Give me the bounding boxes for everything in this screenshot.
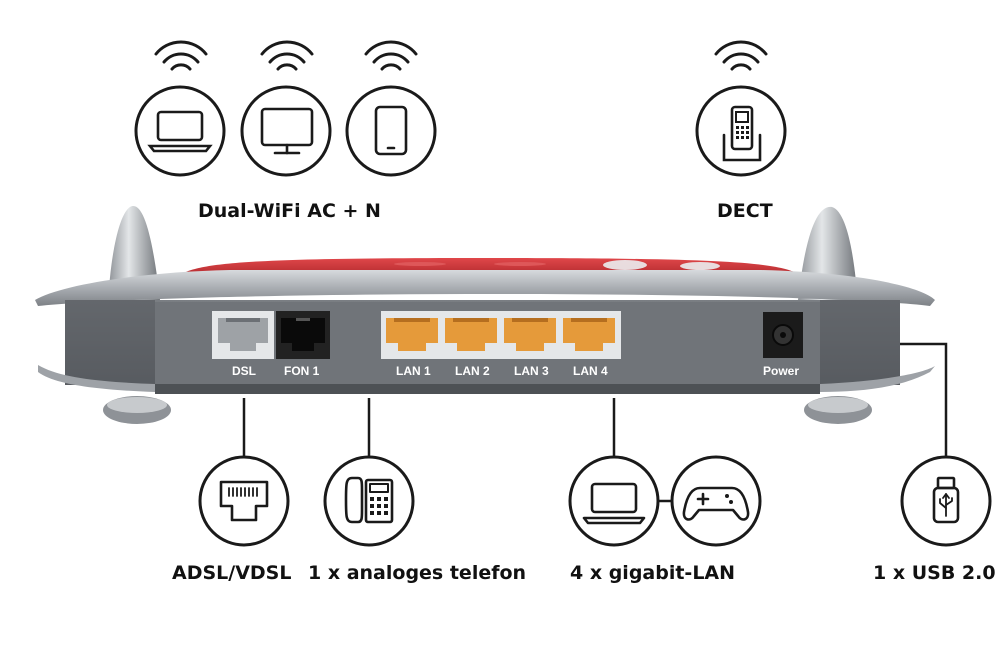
desk-phone-icon xyxy=(344,476,394,524)
dsl-port xyxy=(212,311,274,359)
wifi-devices-group xyxy=(134,40,787,177)
laptop-icon xyxy=(582,482,646,525)
dect-phone-icon xyxy=(722,105,762,162)
power-port-label: Power xyxy=(763,364,799,378)
lan1-port xyxy=(386,318,438,351)
tablet-icon xyxy=(374,105,408,156)
router: DSL FON 1 LAN 1 LAN 2 LAN 3 LAN 4 Power xyxy=(35,206,935,424)
lan2-port-label: LAN 2 xyxy=(455,364,490,378)
gigabit-lan-label: 4 x gigabit-LAN xyxy=(570,562,736,584)
adsl-label: ADSL/VDSL xyxy=(172,562,292,584)
lan3-port-label: LAN 3 xyxy=(514,364,549,378)
wifi-label: Dual-WiFi AC + N xyxy=(198,200,381,222)
analog-phone-label: 1 x analoges telefon xyxy=(308,562,527,584)
router-top-shell xyxy=(35,270,935,306)
fon1-port-label: FON 1 xyxy=(284,364,320,378)
gamepad-icon xyxy=(682,486,750,521)
power-port xyxy=(763,312,803,358)
wifi-icon xyxy=(260,40,314,71)
wifi-icon xyxy=(364,40,418,71)
lan4-port xyxy=(563,318,615,351)
dsl-port-label: DSL xyxy=(232,364,256,378)
lan1-port-label: LAN 1 xyxy=(396,364,431,378)
dect-label: DECT xyxy=(717,200,773,222)
laptop-icon xyxy=(147,110,213,153)
usb-label: 1 x USB 2.0 xyxy=(873,562,996,584)
lan3-port xyxy=(504,318,556,351)
usb-stick-icon xyxy=(932,476,960,524)
rj45-socket-icon xyxy=(219,480,269,522)
bottom-icons-group xyxy=(198,455,992,547)
monitor-icon xyxy=(260,107,314,155)
lan4-port-label: LAN 4 xyxy=(573,364,608,378)
connector-lines xyxy=(242,342,948,503)
wifi-icon xyxy=(714,40,768,71)
wifi-icon xyxy=(154,40,208,71)
router-top-buttons xyxy=(394,260,720,270)
fon1-port xyxy=(276,311,330,359)
lan2-port xyxy=(445,318,497,351)
